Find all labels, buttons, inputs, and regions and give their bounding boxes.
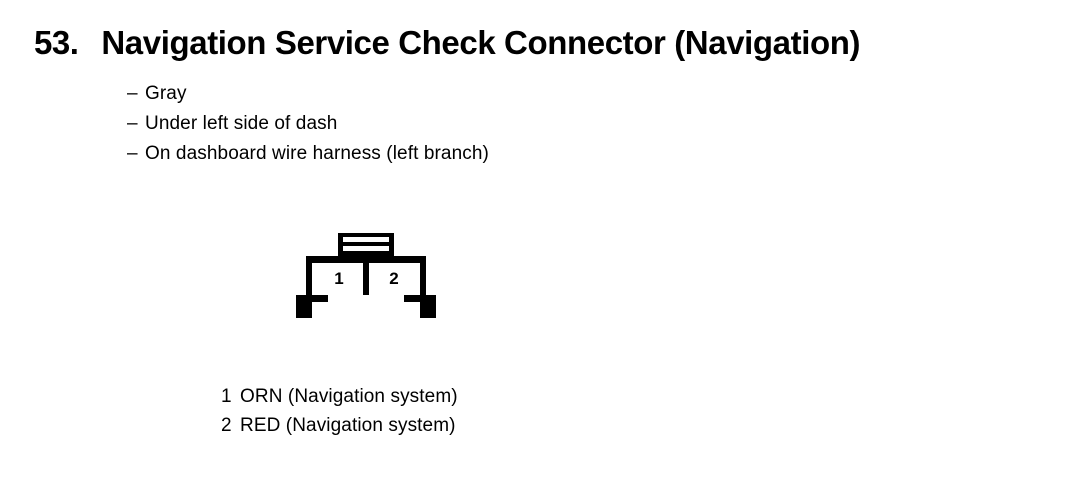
dash-bullet-icon: – <box>127 83 138 104</box>
dash-bullet-icon: – <box>127 113 138 134</box>
spec-item-harness: – On dashboard wire harness (left branch… <box>127 139 827 169</box>
spec-item-location: – Under left side of dash <box>127 109 827 139</box>
connector-locking-tab-icon <box>338 233 394 259</box>
spec-item-label: Gray <box>145 83 187 104</box>
item-number: 53. <box>34 24 79 61</box>
cavity-label-2: 2 <box>389 269 398 288</box>
cavity-label-1: 1 <box>334 269 343 288</box>
pin-legend: 1 ORN (Navigation system) 2 RED (Navigat… <box>221 382 721 440</box>
pin-number: 2 <box>221 415 232 436</box>
spec-item-label: Under left side of dash <box>145 113 338 134</box>
pin-row: 2 RED (Navigation system) <box>221 411 721 440</box>
connector-body-outline <box>296 256 436 318</box>
pin-row: 1 ORN (Navigation system) <box>221 382 721 411</box>
spec-list: – Gray – Under left side of dash – On da… <box>127 79 827 169</box>
pin-number: 1 <box>221 386 232 407</box>
page-header: 53. Navigation Service Check Connector (… <box>34 24 1064 62</box>
spec-item-color: – Gray <box>127 79 827 109</box>
connector-diagram: 1 2 <box>296 222 456 330</box>
pin-description: ORN (Navigation system) <box>240 386 458 407</box>
spec-item-label: On dashboard wire harness (left branch) <box>145 143 489 164</box>
page-title: Navigation Service Check Connector (Navi… <box>101 24 861 61</box>
dash-bullet-icon: – <box>127 143 138 164</box>
connector-drawing-svg: 1 2 <box>296 233 436 318</box>
pin-description: RED (Navigation system) <box>240 415 456 436</box>
